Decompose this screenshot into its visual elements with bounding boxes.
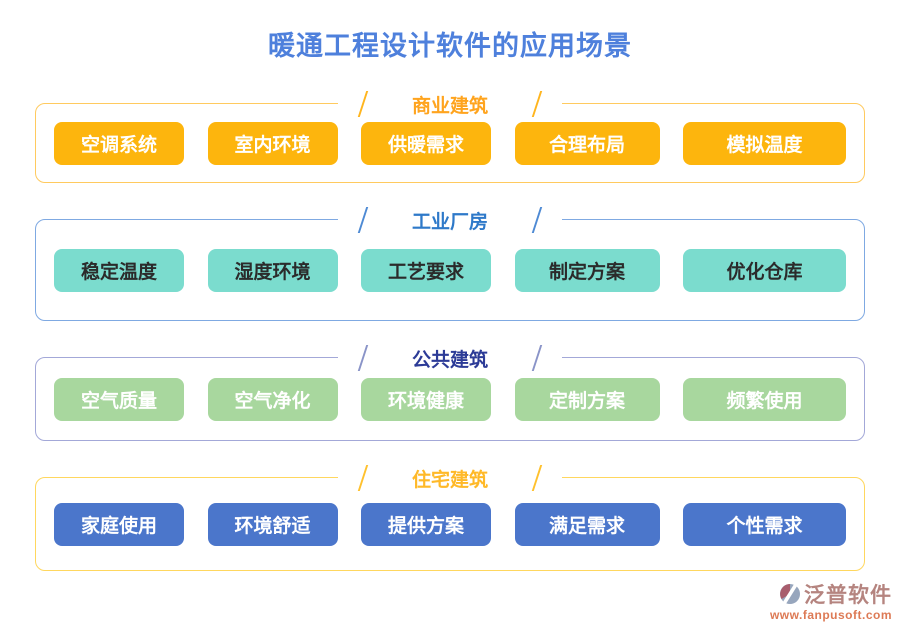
fanpu-logo-icon [779, 583, 801, 605]
tag-button[interactable]: 空气质量 [54, 377, 184, 421]
tag-button[interactable]: 环境舒适 [207, 502, 338, 546]
tag-button[interactable]: 湿度环境 [207, 248, 338, 292]
button-row: 空气质量 空气净化 环境健康 定制方案 频繁使用 [36, 358, 864, 440]
slash-icon [357, 345, 369, 371]
tag-button[interactable]: 家庭使用 [54, 502, 184, 546]
section-header-public: 公共建筑 [337, 344, 563, 372]
tag-button[interactable]: 环境健康 [361, 377, 491, 421]
slash-icon [531, 345, 543, 371]
button-row: 稳定温度 湿度环境 工艺要求 制定方案 优化仓库 [36, 220, 864, 320]
tag-button[interactable]: 优化仓库 [683, 248, 846, 292]
section-header-commercial: 商业建筑 [337, 90, 563, 118]
tag-button[interactable]: 工艺要求 [361, 248, 491, 292]
slash-icon [357, 91, 369, 117]
section-title: 工业厂房 [411, 211, 489, 233]
tag-button[interactable]: 定制方案 [514, 377, 660, 421]
slash-icon [531, 207, 543, 233]
tag-button[interactable]: 满足需求 [514, 502, 660, 546]
section-header-residential: 住宅建筑 [337, 464, 563, 492]
section-public-building: 公共建筑 空气质量 空气净化 环境健康 定制方案 频繁使用 [35, 344, 865, 441]
section-residential-building: 住宅建筑 家庭使用 环境舒适 提供方案 满足需求 个性需求 [35, 464, 865, 571]
tag-button[interactable]: 个性需求 [683, 502, 846, 546]
slash-icon [531, 465, 543, 491]
watermark-brand-row: 泛普软件 [770, 579, 892, 609]
section-header-industrial: 工业厂房 [337, 206, 563, 234]
tag-button[interactable]: 空气净化 [207, 377, 338, 421]
tag-button[interactable]: 空调系统 [54, 121, 184, 165]
tag-button[interactable]: 提供方案 [361, 502, 491, 546]
watermark-brand: 泛普软件 [804, 583, 892, 607]
button-row: 空调系统 室内环境 供暖需求 合理布局 模拟温度 [36, 104, 864, 182]
tag-button[interactable]: 模拟温度 [683, 121, 846, 165]
section-industrial-plant: 工业厂房 稳定温度 湿度环境 工艺要求 制定方案 优化仓库 [35, 206, 865, 321]
section-title: 住宅建筑 [411, 469, 489, 491]
tag-button[interactable]: 稳定温度 [54, 248, 184, 292]
section-commercial-building: 商业建筑 空调系统 室内环境 供暖需求 合理布局 模拟温度 [35, 90, 865, 183]
watermark-url: www.fanpusoft.com [769, 608, 892, 622]
slash-icon [531, 91, 543, 117]
tag-button[interactable]: 供暖需求 [361, 121, 491, 165]
sections-container: 商业建筑 空调系统 室内环境 供暖需求 合理布局 模拟温度 工业厂房 稳定温度 … [0, 90, 900, 571]
page-title: 暖通工程设计软件的应用场景 [268, 31, 632, 61]
section-title: 公共建筑 [411, 349, 489, 371]
watermark: 泛普软件 www.fanpusoft.com [765, 579, 892, 622]
slash-icon [357, 465, 369, 491]
tag-button[interactable]: 合理布局 [514, 121, 660, 165]
button-row: 家庭使用 环境舒适 提供方案 满足需求 个性需求 [36, 478, 864, 570]
section-title: 商业建筑 [411, 95, 489, 117]
tag-button[interactable]: 频繁使用 [683, 377, 846, 421]
tag-button[interactable]: 室内环境 [207, 121, 338, 165]
tag-button[interactable]: 制定方案 [514, 248, 660, 292]
slash-icon [357, 207, 369, 233]
